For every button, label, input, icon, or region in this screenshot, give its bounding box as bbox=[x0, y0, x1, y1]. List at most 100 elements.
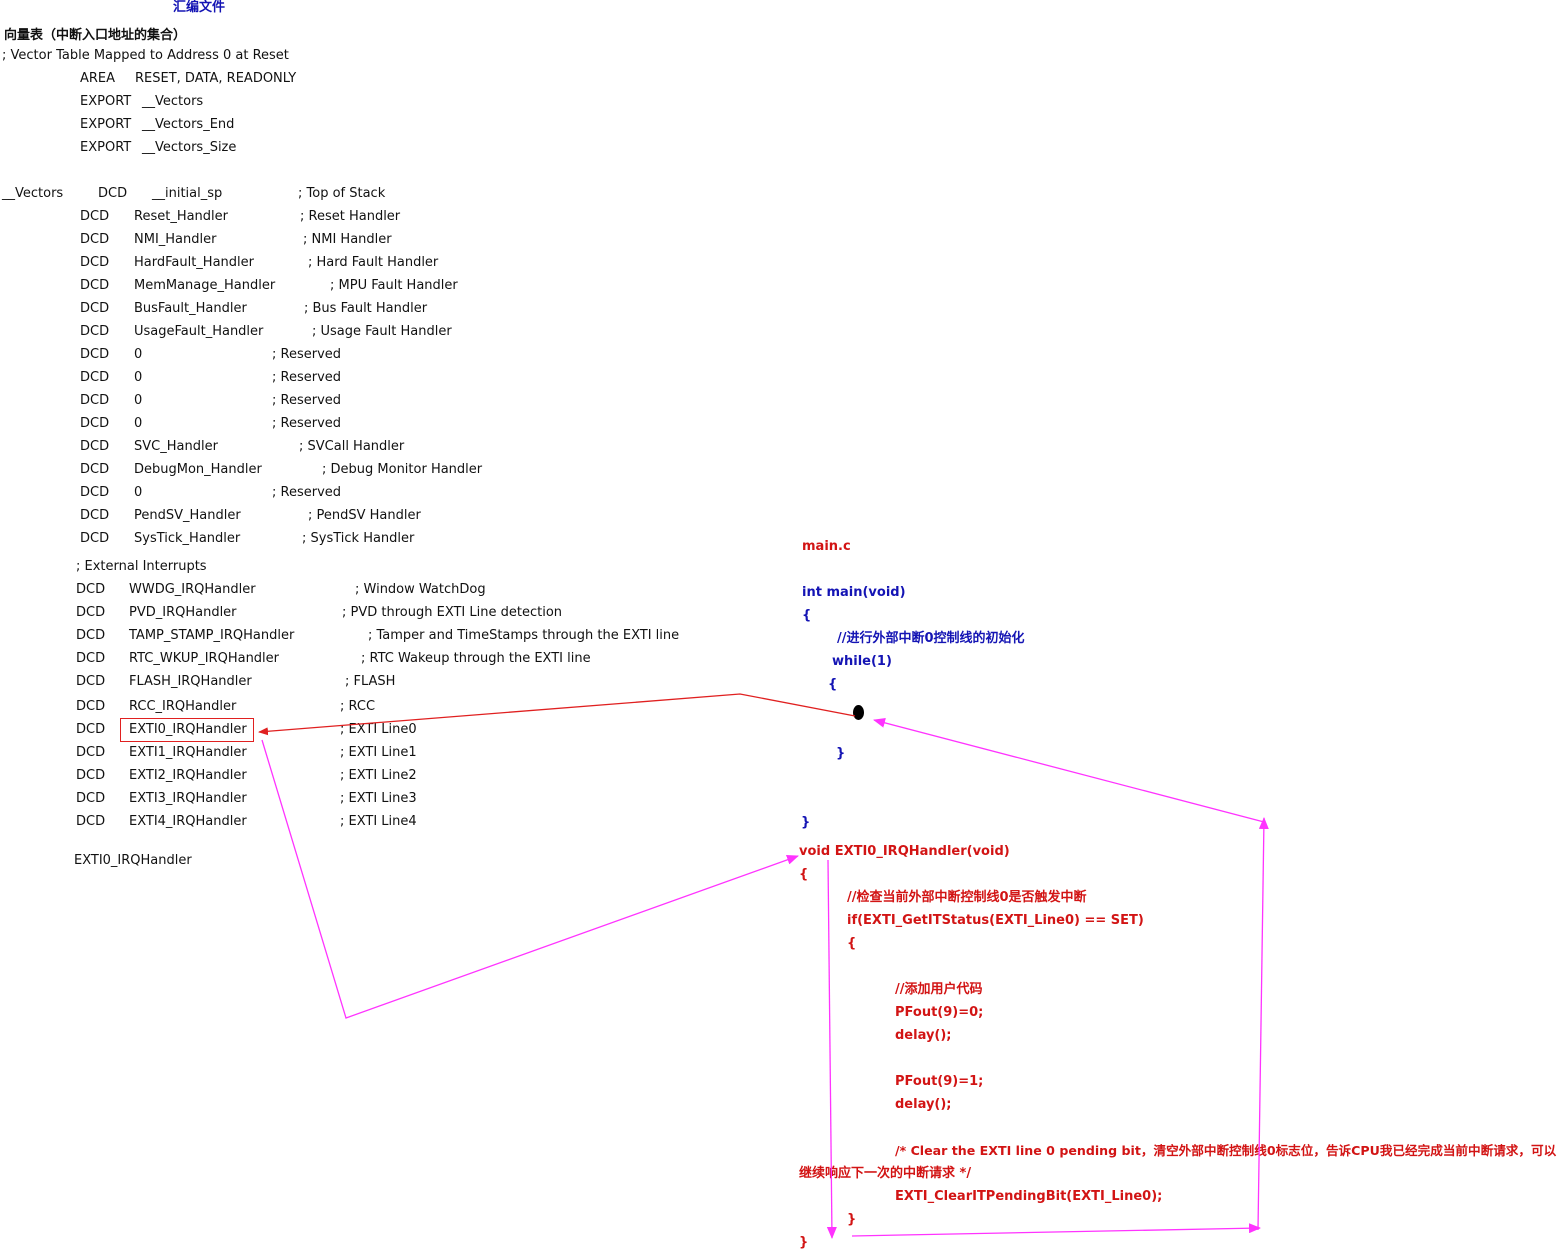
if-open-brace: { bbox=[847, 936, 857, 951]
while-line: while(1) bbox=[832, 654, 892, 669]
handler-close-brace: } bbox=[799, 1235, 809, 1250]
asm-file-title: 汇编文件 bbox=[173, 0, 226, 15]
vector-op: DCD bbox=[80, 416, 110, 431]
vector-handler: 0 bbox=[134, 347, 143, 362]
vector-handler: SysTick_Handler bbox=[134, 531, 241, 546]
external-handler: EXTI1_IRQHandler bbox=[129, 745, 247, 760]
while-close-brace: } bbox=[836, 746, 846, 761]
vector-op: DCD bbox=[80, 255, 110, 270]
vector-comment: ; SysTick Handler bbox=[302, 531, 415, 546]
magenta-arrow-right bbox=[851, 1223, 1261, 1237]
delay-call: delay(); bbox=[895, 1097, 952, 1112]
vector-op: DCD bbox=[80, 232, 110, 247]
init-comment: //进行外部中断0控制线的初始化 bbox=[837, 631, 1025, 646]
area-op: AREA bbox=[80, 71, 116, 86]
area-op: EXPORT bbox=[80, 117, 132, 132]
external-comment: ; EXTI Line3 bbox=[340, 791, 417, 806]
external-op: DCD bbox=[76, 722, 106, 737]
vector-table-comment: ; Vector Table Mapped to Address 0 at Re… bbox=[2, 48, 289, 63]
vector-comment: ; Hard Fault Handler bbox=[308, 255, 439, 270]
red-arrow-to-vector bbox=[258, 693, 856, 736]
external-handler: FLASH_IRQHandler bbox=[129, 674, 252, 689]
vector-op: DCD bbox=[80, 439, 110, 454]
external-comment: ; Tamper and TimeStamps through the EXTI… bbox=[368, 628, 680, 643]
external-handler: EXTI2_IRQHandler bbox=[129, 768, 247, 783]
external-handler: TAMP_STAMP_IRQHandler bbox=[129, 628, 295, 643]
vector-comment: ; MPU Fault Handler bbox=[330, 278, 458, 293]
pfout-off: PFout(9)=0; bbox=[895, 1005, 984, 1020]
if-close-brace: } bbox=[847, 1212, 857, 1227]
external-handler: RCC_IRQHandler bbox=[129, 699, 237, 714]
vectors-label: __Vectors bbox=[2, 186, 64, 201]
external-op: DCD bbox=[76, 745, 106, 760]
external-op: DCD bbox=[76, 674, 106, 689]
external-handler: PVD_IRQHandler bbox=[129, 605, 237, 620]
vector-comment: ; NMI Handler bbox=[303, 232, 392, 247]
vector-handler: 0 bbox=[134, 393, 143, 408]
user-code-comment: //添加用户代码 bbox=[895, 982, 983, 997]
external-interrupts-comment: ; External Interrupts bbox=[76, 559, 207, 574]
handler-signature: void EXTI0_IRQHandler(void) bbox=[799, 844, 1010, 859]
check-comment: //检查当前外部中断控制线0是否触发中断 bbox=[847, 890, 1087, 905]
vector-op: DCD bbox=[80, 485, 110, 500]
external-op: DCD bbox=[76, 814, 106, 829]
vector-comment: ; Top of Stack bbox=[298, 186, 386, 201]
vector-op: DCD bbox=[98, 186, 128, 201]
vector-handler: Reset_Handler bbox=[134, 209, 229, 224]
magenta-arrow-to-handler bbox=[261, 739, 799, 1019]
main-signature: int main(void) bbox=[802, 585, 906, 600]
area-arg: __Vectors_Size bbox=[142, 140, 237, 155]
vector-op: DCD bbox=[80, 301, 110, 316]
area-arg: RESET, DATA, READONLY bbox=[135, 71, 297, 86]
external-comment: ; FLASH bbox=[345, 674, 396, 689]
external-comment: ; RCC bbox=[340, 699, 376, 714]
vector-handler: NMI_Handler bbox=[134, 232, 217, 247]
external-op: DCD bbox=[76, 791, 106, 806]
vector-comment: ; SVCall Handler bbox=[299, 439, 405, 454]
vector-table-heading: 向量表（中断入口地址的集合） bbox=[4, 28, 187, 43]
delay-call: delay(); bbox=[895, 1028, 952, 1043]
handler-open-brace: { bbox=[799, 867, 809, 882]
external-comment: ; EXTI Line1 bbox=[340, 745, 417, 760]
vector-op: DCD bbox=[80, 347, 110, 362]
while-open-brace: { bbox=[828, 677, 838, 692]
vector-handler: PendSV_Handler bbox=[134, 508, 241, 523]
external-op: DCD bbox=[76, 699, 106, 714]
handler-label: EXTI0_IRQHandler bbox=[74, 853, 192, 868]
external-op: DCD bbox=[76, 628, 106, 643]
vector-op: DCD bbox=[80, 370, 110, 385]
vector-comment: ; Reset Handler bbox=[300, 209, 401, 224]
external-comment: ; Window WatchDog bbox=[355, 582, 486, 597]
vector-comment: ; Bus Fault Handler bbox=[304, 301, 428, 316]
external-op: DCD bbox=[76, 651, 106, 666]
vector-op: DCD bbox=[80, 278, 110, 293]
external-comment: ; EXTI Line4 bbox=[340, 814, 417, 829]
vector-op: DCD bbox=[80, 393, 110, 408]
external-handler: EXTI0_IRQHandler bbox=[129, 722, 247, 737]
vector-comment: ; Reserved bbox=[272, 416, 342, 431]
vector-op: DCD bbox=[80, 508, 110, 523]
vector-op: DCD bbox=[80, 209, 110, 224]
area-op: EXPORT bbox=[80, 94, 132, 109]
magenta-arrow-up bbox=[1257, 817, 1269, 1231]
vector-op: DCD bbox=[80, 324, 110, 339]
vector-handler: HardFault_Handler bbox=[134, 255, 254, 270]
highlight-box bbox=[120, 718, 254, 742]
vector-comment: ; PendSV Handler bbox=[308, 508, 421, 523]
vector-handler: 0 bbox=[134, 485, 143, 500]
main-close-brace: } bbox=[801, 815, 811, 830]
vector-handler: DebugMon_Handler bbox=[134, 462, 262, 477]
vector-comment: ; Usage Fault Handler bbox=[312, 324, 452, 339]
external-handler: EXTI4_IRQHandler bbox=[129, 814, 247, 829]
external-handler: WWDG_IRQHandler bbox=[129, 582, 256, 597]
vector-comment: ; Reserved bbox=[272, 485, 342, 500]
area-op: EXPORT bbox=[80, 140, 132, 155]
main-c-filename: main.c bbox=[802, 539, 851, 554]
vector-handler: __initial_sp bbox=[152, 186, 223, 201]
vector-handler: BusFault_Handler bbox=[134, 301, 247, 316]
external-comment: ; EXTI Line0 bbox=[340, 722, 417, 737]
execution-point-marker bbox=[853, 705, 864, 720]
external-comment: ; RTC Wakeup through the EXTI line bbox=[361, 651, 591, 666]
area-arg: __Vectors bbox=[142, 94, 204, 109]
magenta-arrow-down bbox=[826, 859, 837, 1239]
